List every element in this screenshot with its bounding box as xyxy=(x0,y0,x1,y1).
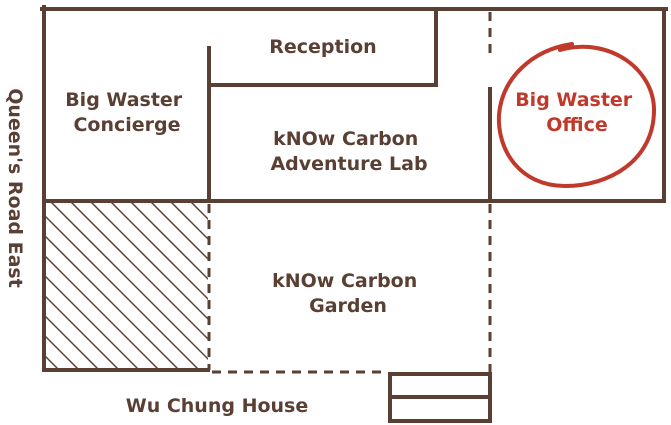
hatched-area xyxy=(44,201,208,371)
walls xyxy=(40,5,668,423)
office-label-line2: Office xyxy=(546,114,608,136)
office-label: Big Waster Office xyxy=(515,89,639,136)
concierge-label-line1: Big Waster xyxy=(65,89,183,111)
concierge-label-line2: Concierge xyxy=(73,114,180,136)
lab-label-line1: kNOw Carbon xyxy=(273,128,418,150)
dashed-boundaries xyxy=(207,12,492,374)
garden-label-line2: Garden xyxy=(309,295,387,317)
garden-label: kNOw Carbon Garden xyxy=(272,270,424,317)
building-label: Wu Chung House xyxy=(126,395,309,417)
office-label-line1: Big Waster xyxy=(515,89,633,111)
office-highlight-circle xyxy=(496,42,657,189)
reception-label: Reception xyxy=(269,36,376,58)
concierge-label: Big Waster Concierge xyxy=(65,89,189,136)
lab-label: kNOw Carbon Adventure Lab xyxy=(270,128,427,175)
lab-label-line2: Adventure Lab xyxy=(270,153,427,175)
street-label: Queen's Road East xyxy=(4,88,26,288)
garden-label-line1: kNOw Carbon xyxy=(272,270,417,292)
